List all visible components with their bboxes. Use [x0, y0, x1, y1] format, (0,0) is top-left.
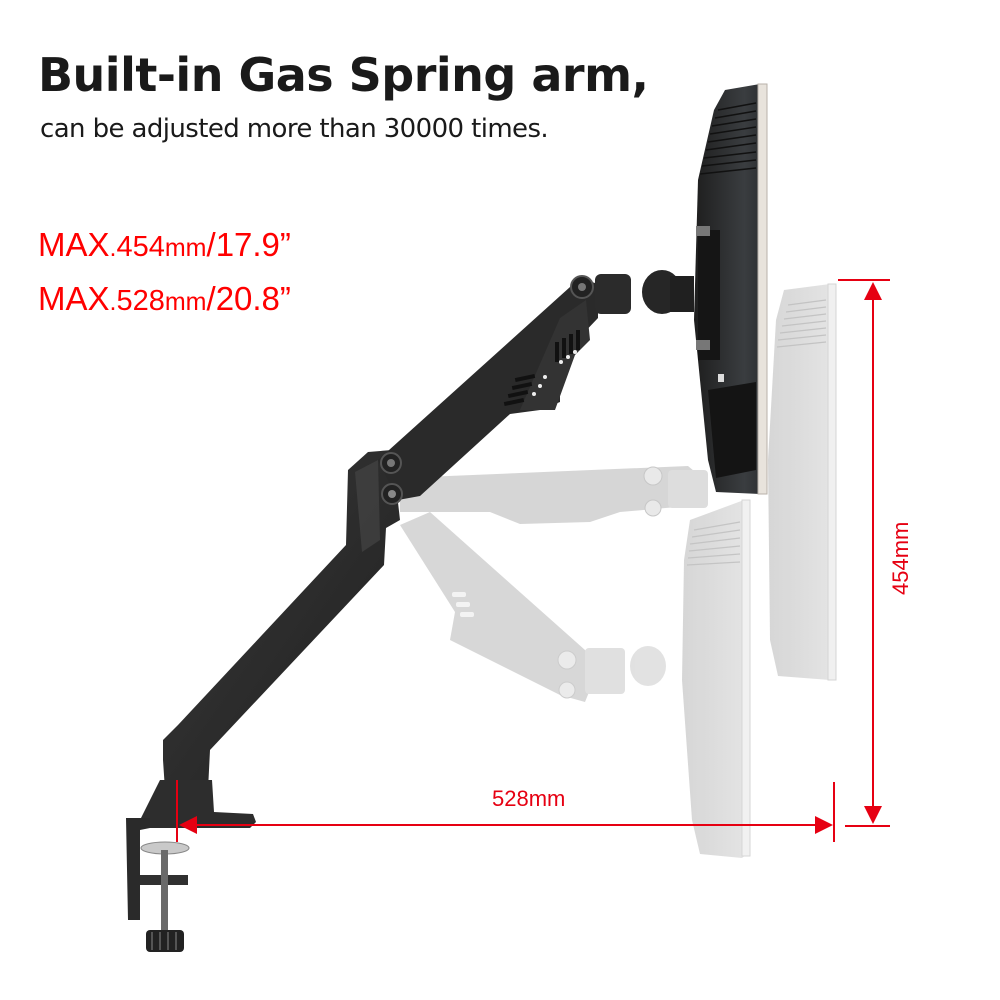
spec-value: 528	[116, 285, 165, 317]
ghost-monitor-lower	[682, 499, 751, 858]
spec-unit: mm	[164, 288, 207, 316]
height-dimension: 454mm	[838, 279, 913, 827]
spec-max-height: MAX.454mm/17.9”	[38, 226, 291, 264]
spec-prefix: MAX	[38, 280, 110, 317]
spec-unit: mm	[164, 234, 207, 262]
spec-sep: /	[206, 280, 216, 317]
ghost-arm-horizontal	[400, 466, 708, 524]
spec-dot: .	[109, 288, 117, 316]
arm-upper-segment	[378, 275, 598, 505]
ghost-monitor-far	[768, 283, 837, 681]
height-dimension-label: 454mm	[888, 522, 913, 595]
width-dimension: 528mm	[176, 780, 835, 842]
ghost-arm-lower	[400, 512, 666, 702]
width-dimension-label: 528mm	[492, 786, 565, 811]
spec-max-extension: MAX.528mm/20.8”	[38, 280, 291, 318]
spec-inches: 17.9”	[215, 226, 291, 263]
tilt-joint	[595, 270, 694, 314]
arm-lower-segment	[163, 450, 400, 790]
spec-sep: /	[206, 226, 216, 263]
main-monitor	[694, 83, 768, 495]
spec-prefix: MAX	[38, 226, 110, 263]
spec-dot: .	[109, 234, 117, 262]
desk-clamp	[126, 780, 256, 952]
headline-title: Built-in Gas Spring arm,	[38, 48, 649, 102]
spec-inches: 20.8”	[215, 280, 291, 317]
spec-value: 454	[116, 231, 165, 263]
headline-subtitle: can be adjusted more than 30000 times.	[40, 114, 549, 144]
